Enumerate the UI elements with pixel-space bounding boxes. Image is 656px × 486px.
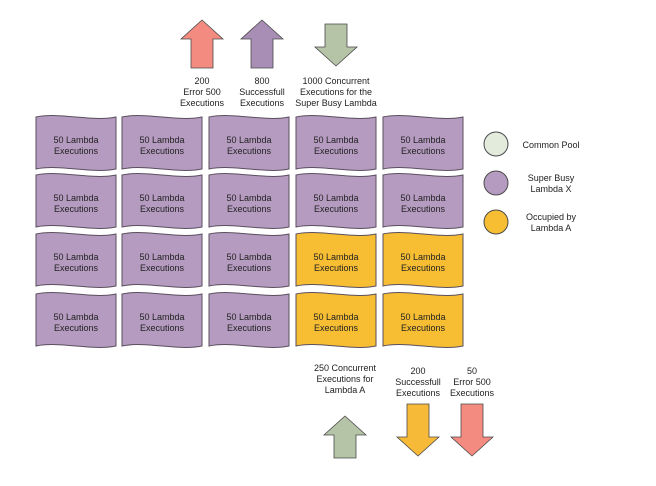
bottom-arrow-label: 50 Error 500 Executions — [449, 366, 495, 398]
bottom-arrow-label: 200 Successfull Executions — [395, 366, 441, 398]
cell-label: 50 Lambda Executions — [313, 193, 359, 214]
pool-cell — [382, 232, 464, 288]
pool-cell — [208, 173, 290, 229]
arrow-up-icon — [239, 19, 285, 69]
legend-swatch — [483, 131, 509, 157]
cell-label: 50 Lambda Executions — [139, 193, 185, 214]
cell-label: 50 Lambda Executions — [53, 193, 99, 214]
cell-label: 50 Lambda Executions — [313, 252, 359, 273]
pool-cell — [295, 292, 377, 348]
cell-label: 50 Lambda Executions — [313, 312, 359, 333]
bottom-arrow-label: 250 Concurrent Executions for Lambda A — [313, 363, 377, 395]
cell-label: 50 Lambda Executions — [139, 135, 185, 156]
cell-label: 50 Lambda Executions — [53, 135, 99, 156]
cell-label: 50 Lambda Executions — [400, 193, 446, 214]
legend-label: Super Busy Lambda X — [527, 173, 575, 194]
pool-cell — [121, 292, 203, 348]
pool-cell — [208, 115, 290, 171]
pool-cell — [382, 173, 464, 229]
cell-label: 50 Lambda Executions — [139, 312, 185, 333]
pool-cell — [295, 232, 377, 288]
arrow-down-icon — [395, 403, 441, 457]
pool-cell — [382, 115, 464, 171]
top-arrow-label: 1000 Concurrent Executions for the Super… — [295, 76, 377, 108]
cell-label: 50 Lambda Executions — [139, 252, 185, 273]
pool-cell — [295, 173, 377, 229]
cell-label: 50 Lambda Executions — [400, 135, 446, 156]
cell-label: 50 Lambda Executions — [53, 312, 99, 333]
top-arrow-label: 200 Error 500 Executions — [179, 76, 225, 108]
arrow-down-icon — [313, 23, 359, 67]
pool-cell — [35, 115, 117, 171]
cell-label: 50 Lambda Executions — [400, 312, 446, 333]
cell-label: 50 Lambda Executions — [226, 135, 272, 156]
cell-label: 50 Lambda Executions — [226, 312, 272, 333]
arrow-up-icon — [179, 19, 225, 69]
pool-cell — [121, 115, 203, 171]
cell-label: 50 Lambda Executions — [226, 252, 272, 273]
legend-swatch — [483, 209, 509, 235]
arrow-up-icon — [322, 415, 368, 459]
cell-label: 50 Lambda Executions — [400, 252, 446, 273]
legend-swatch — [483, 170, 509, 196]
pool-cell — [121, 232, 203, 288]
pool-cell — [35, 232, 117, 288]
pool-cell — [35, 173, 117, 229]
pool-cell — [382, 292, 464, 348]
pool-cell — [208, 232, 290, 288]
pool-cell — [121, 173, 203, 229]
top-arrow-label: 800 Successfull Executions — [239, 76, 285, 108]
cell-label: 50 Lambda Executions — [53, 252, 99, 273]
pool-cell — [208, 292, 290, 348]
arrow-down-icon — [449, 403, 495, 457]
legend-label: Common Pool — [522, 139, 580, 150]
cell-label: 50 Lambda Executions — [313, 135, 359, 156]
pool-cell — [35, 292, 117, 348]
pool-cell — [295, 115, 377, 171]
legend-label: Occupied by Lambda A — [525, 212, 577, 233]
cell-label: 50 Lambda Executions — [226, 193, 272, 214]
